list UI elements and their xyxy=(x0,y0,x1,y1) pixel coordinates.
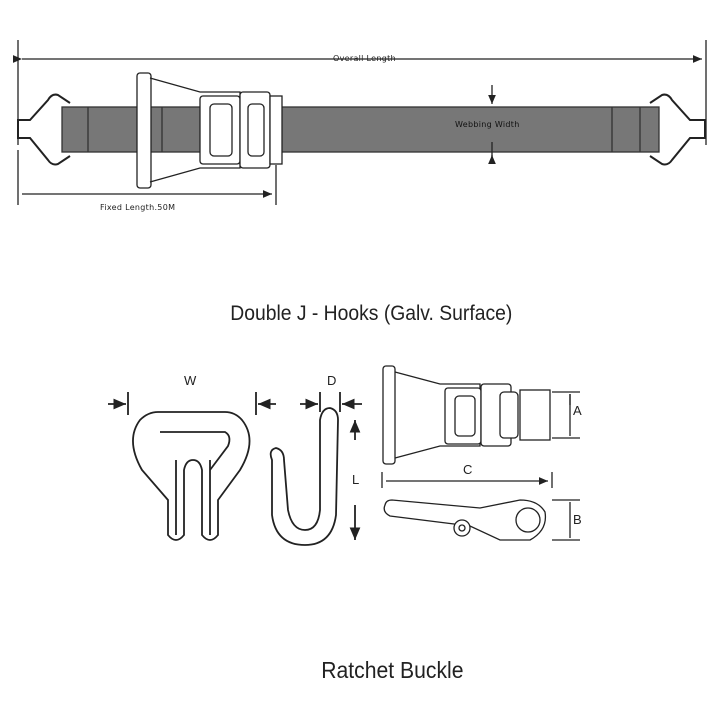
strap xyxy=(61,106,660,153)
ratchet-buckle-top xyxy=(136,72,283,189)
dim-w-label: W xyxy=(184,373,197,388)
overall-length-label: Overall Length xyxy=(333,54,396,63)
dim-l-label: L xyxy=(352,472,360,487)
c-dimension xyxy=(381,472,553,488)
webbing-width-label: Webbing Width xyxy=(455,120,520,129)
dim-b-label: B xyxy=(573,512,582,527)
left-hook-icon xyxy=(17,93,71,166)
buckle-section-title: Ratchet Buckle xyxy=(321,657,464,683)
dim-d-label: D xyxy=(327,373,337,388)
j-hook-front-icon xyxy=(108,392,276,541)
hooks-section-title: Double J - Hooks (Galv. Surface) xyxy=(230,302,513,325)
dim-a-label: A xyxy=(573,403,582,418)
right-hook-icon xyxy=(649,93,706,166)
ratchet-buckle-side-icon xyxy=(383,499,580,541)
dim-c-label: C xyxy=(463,462,473,477)
fixed-length-label: Fixed Length.50M xyxy=(100,203,176,212)
ratchet-buckle-detail-top-icon xyxy=(382,365,580,465)
j-hook-side-icon xyxy=(269,392,362,546)
fixed-length-dimension xyxy=(17,150,277,205)
